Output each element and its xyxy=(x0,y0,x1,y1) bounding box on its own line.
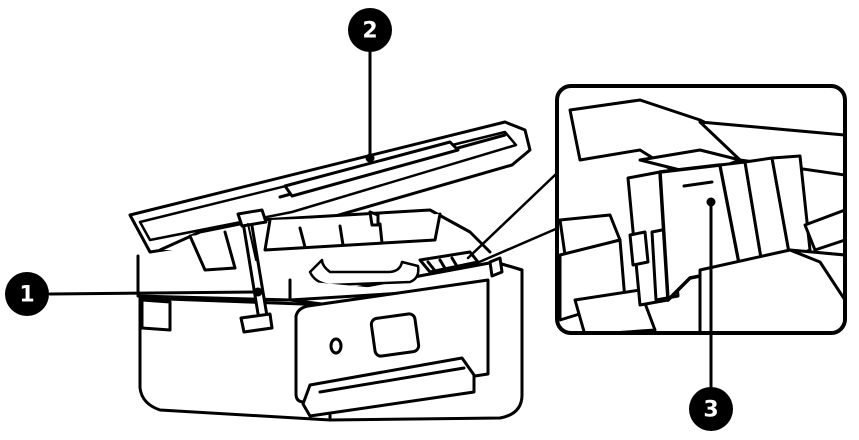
ink-cartridge-detail xyxy=(555,84,847,335)
callout-1: 1 xyxy=(5,272,49,316)
callout-1-number: 1 xyxy=(19,283,34,308)
printer-illustration xyxy=(128,120,560,422)
callout-2: 2 xyxy=(348,8,392,52)
callout-3: 3 xyxy=(689,387,733,431)
callout-3-number: 3 xyxy=(703,398,718,423)
callout-2-number: 2 xyxy=(362,19,377,44)
